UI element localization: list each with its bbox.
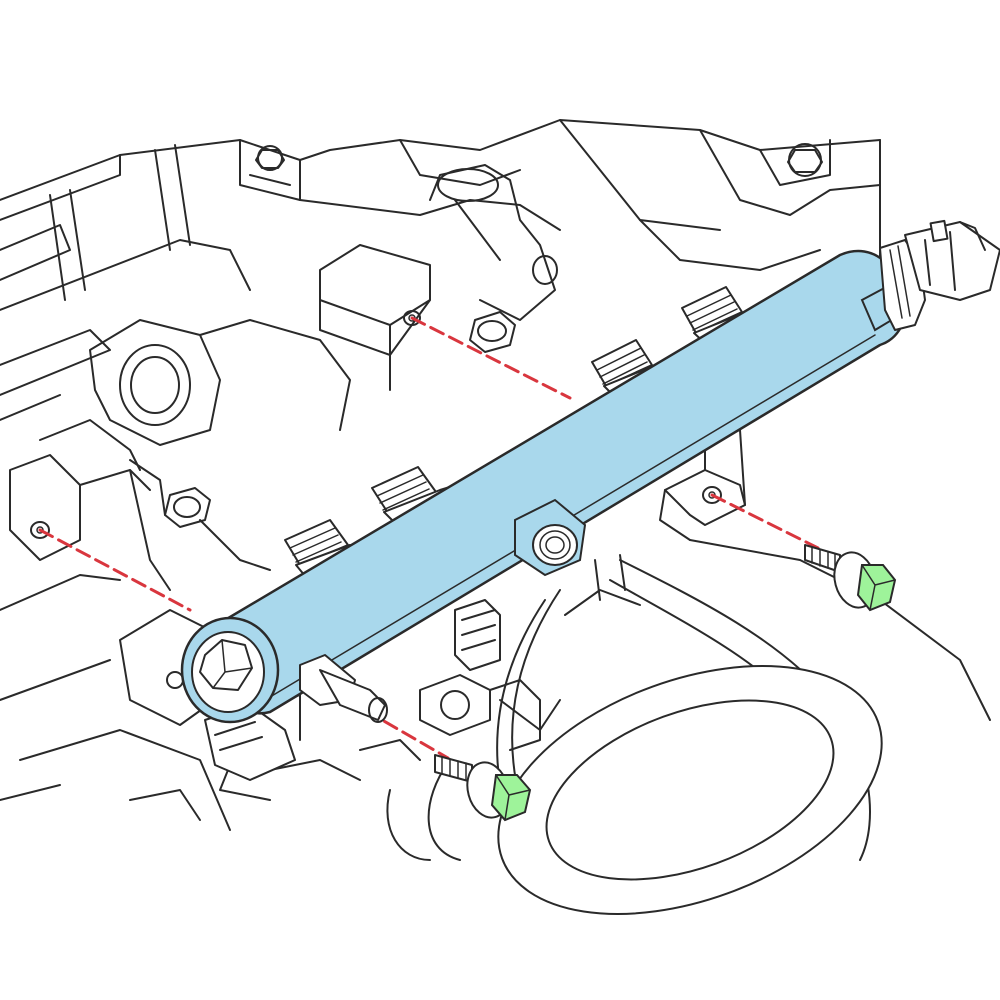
fuel-pressure-sensor [860, 219, 1000, 332]
hex-plug-icon [199, 639, 253, 691]
engine-block [0, 119, 991, 915]
removal-line-right [710, 493, 820, 550]
rail-outlet-fitting [514, 498, 587, 577]
fuel-rail-tube [203, 249, 907, 715]
mounting-bolt [804, 544, 897, 612]
mounting-bolt [434, 754, 532, 822]
fuel-rail [180, 219, 1000, 724]
rail-end-plug [180, 616, 280, 724]
removal-line-upper [410, 316, 572, 400]
bolt-icon [434, 754, 532, 822]
bolt-icon [804, 544, 897, 612]
removal-line-left [38, 528, 192, 612]
